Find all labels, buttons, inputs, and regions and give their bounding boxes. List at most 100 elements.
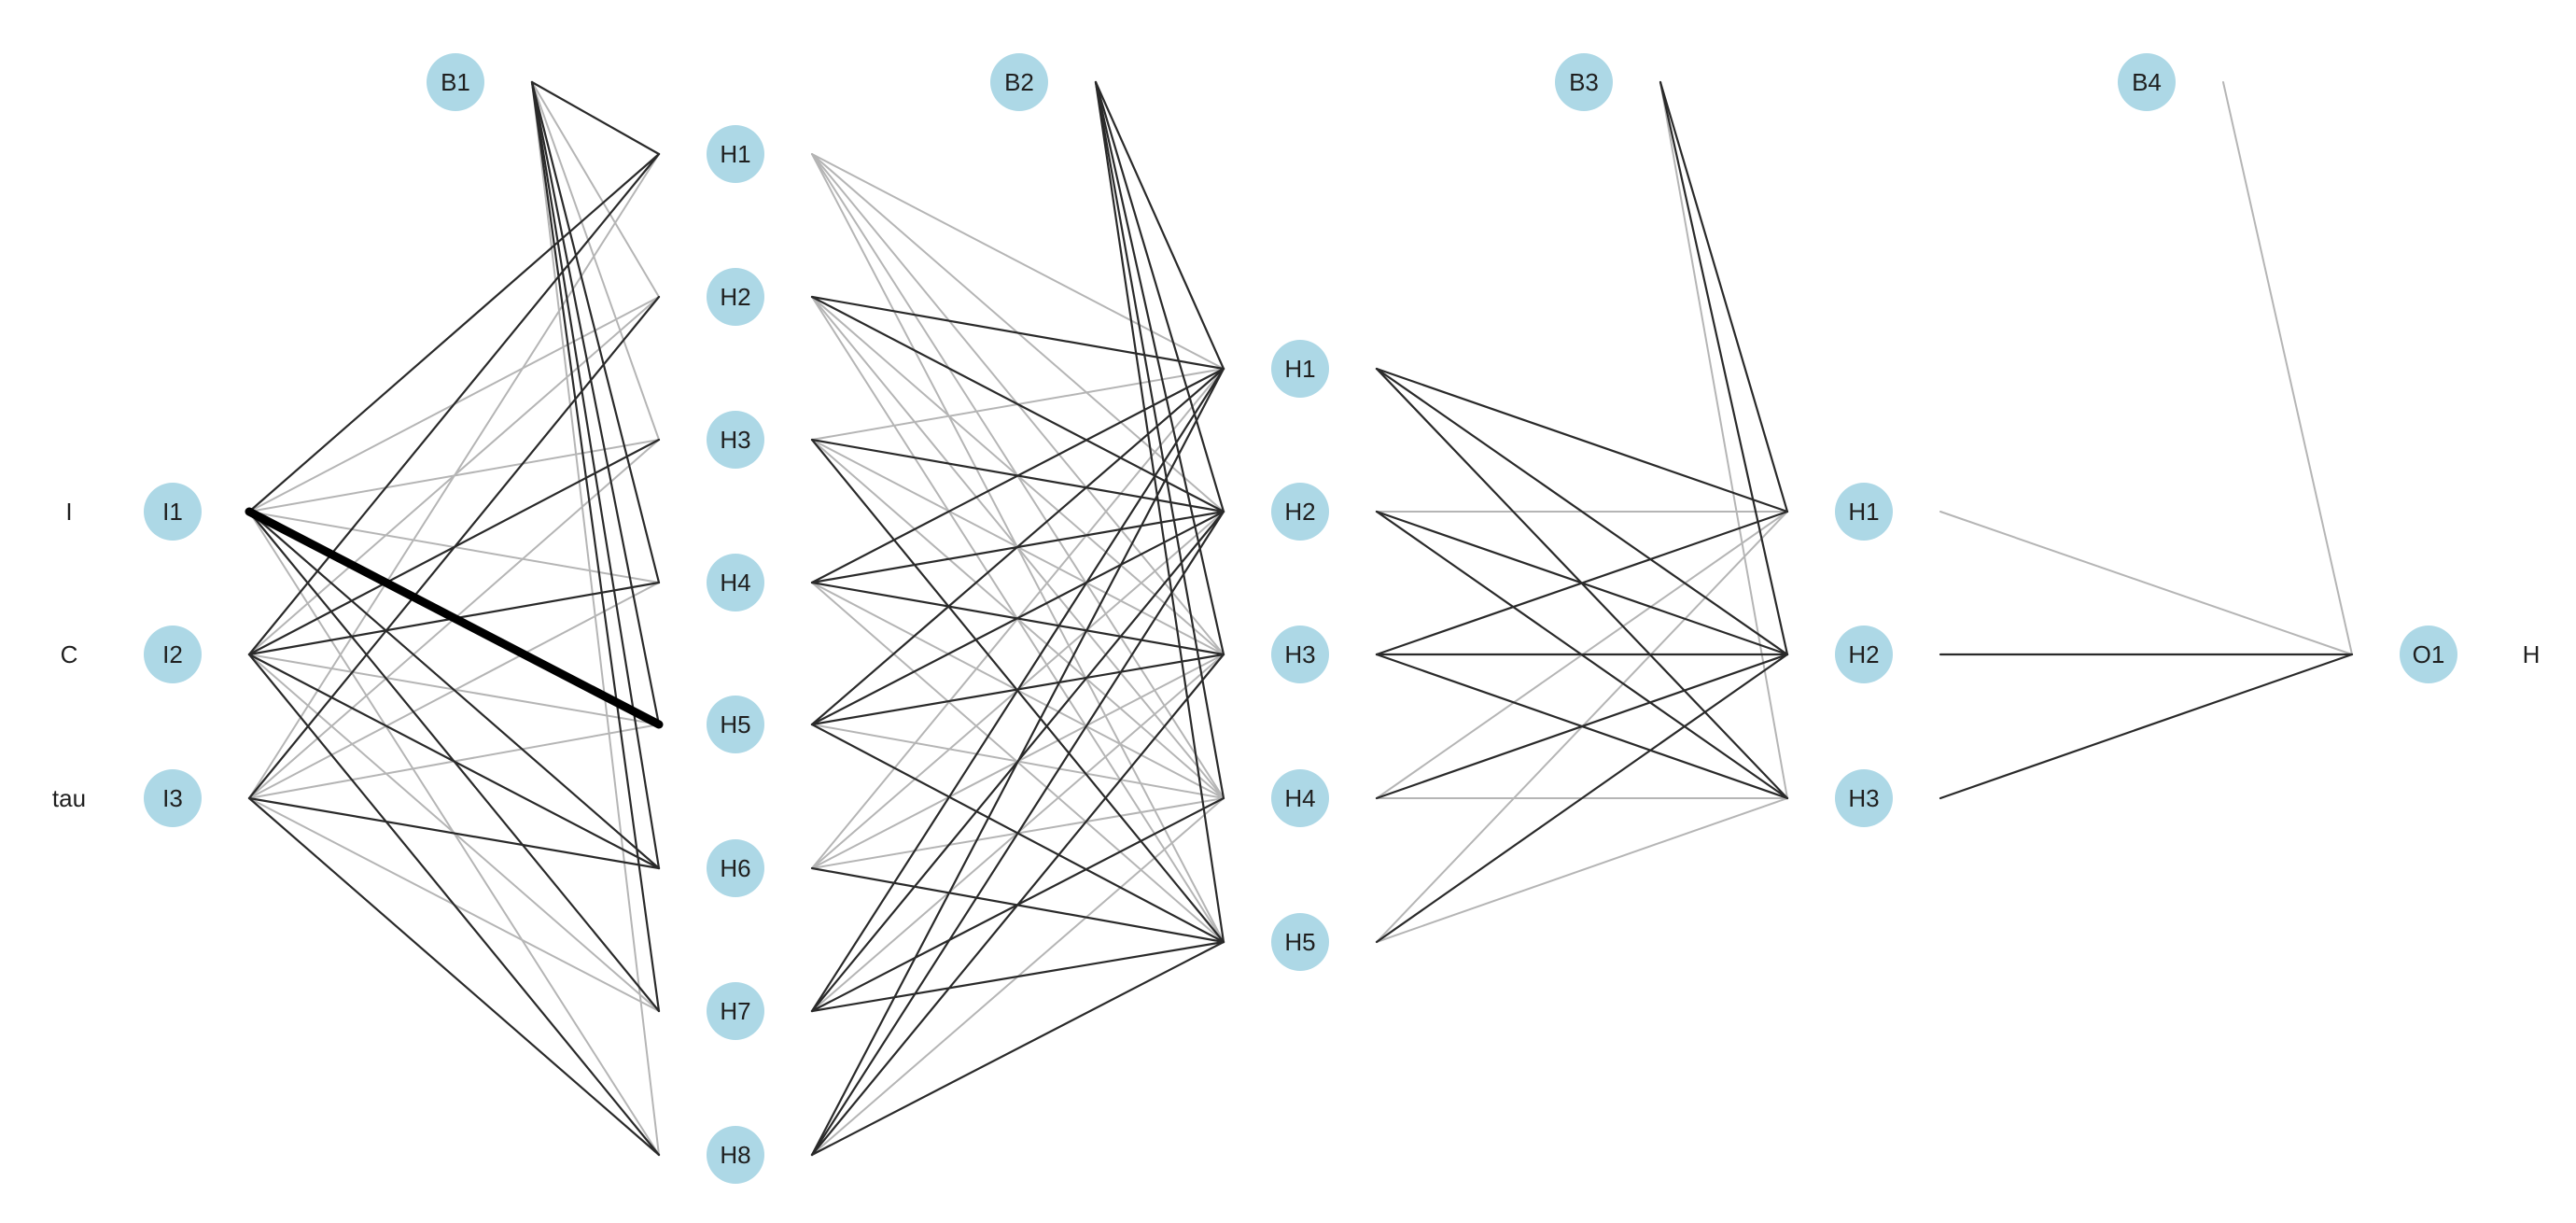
edge-l0-3-8 <box>247 796 661 1157</box>
edge-l0-2-8 <box>247 653 661 1157</box>
edge-l3-1-1 <box>1939 511 2353 655</box>
edge-bias2-5 <box>1094 80 1225 944</box>
bias-node-b1: B1 <box>427 53 484 111</box>
bias-node-b2-circle <box>990 53 1048 111</box>
node-layer4-o1-circle <box>2400 626 2457 683</box>
node-layer2-h4-label: H4 <box>1284 784 1315 812</box>
node-layer2-h2-label: H2 <box>1284 498 1315 526</box>
node-layer1-h3-circle <box>707 411 764 469</box>
node-layer0-i3: I3 <box>144 769 202 827</box>
node-layer1-h7-circle <box>707 982 764 1040</box>
node-layer3-h3-circle <box>1835 769 1893 827</box>
edge-l1-8-2 <box>810 510 1225 1157</box>
edge-bias2-1 <box>1094 80 1225 371</box>
node-layer2-h4-circle <box>1271 769 1329 827</box>
edge-l1-5-1 <box>810 367 1225 726</box>
edge-l1-5-2 <box>810 510 1225 726</box>
edge-l2-5-3 <box>1376 797 1788 943</box>
node-layer1-h5: H5 <box>707 696 764 753</box>
connection-edges <box>245 80 2354 1157</box>
node-layer1-h2-circle <box>707 268 764 326</box>
node-layer1-h5-circle <box>707 696 764 753</box>
node-layer3-h1: H1 <box>1835 483 1893 541</box>
node-layer2-h3: H3 <box>1271 626 1329 683</box>
bias-node-b2: B2 <box>990 53 1048 111</box>
input-label-1: I <box>65 498 72 526</box>
node-layer1-h6-label: H6 <box>720 854 750 882</box>
bias-node-b4: B4 <box>2118 53 2176 111</box>
edge-bias2-4 <box>1094 80 1225 800</box>
node-layer0-i2: I2 <box>144 626 202 683</box>
node-layer1-h6: H6 <box>707 839 764 897</box>
node-layer2-h2-circle <box>1271 483 1329 541</box>
node-layer1-h3-label: H3 <box>720 426 750 454</box>
node-layer4-o1-label: O1 <box>2413 640 2445 668</box>
edge-l2-4-2 <box>1375 653 1789 800</box>
edge-l0-1-5 <box>245 507 664 729</box>
bias-node-b1-label: B1 <box>441 68 470 96</box>
node-layer3-h2-circle <box>1835 626 1893 683</box>
edge-bias1-2 <box>531 81 660 298</box>
input-label-3: tau <box>52 784 86 812</box>
node-layer1-h2-label: H2 <box>720 283 750 311</box>
node-layer2-h4: H4 <box>1271 769 1329 827</box>
edge-l0-1-1 <box>247 152 661 513</box>
network-nodes: I1I2I3H1H2H3H4H5H6H7H8H1H2H3H4H5H1H2H3O1… <box>144 53 2457 1184</box>
node-layer3-h1-circle <box>1835 483 1893 541</box>
edge-bias3-2 <box>1659 80 1789 656</box>
node-layer2-h5: H5 <box>1271 913 1329 971</box>
bias-node-b1-circle <box>427 53 484 111</box>
edge-l1-8-1 <box>810 367 1225 1157</box>
edge-l2-1-1 <box>1375 367 1789 513</box>
node-layer1-h5-label: H5 <box>720 710 750 738</box>
edge-bias1-8 <box>531 81 660 1156</box>
node-layer2-h3-label: H3 <box>1284 640 1315 668</box>
node-layer2-h2: H2 <box>1271 483 1329 541</box>
node-layer2-h5-circle <box>1271 913 1329 971</box>
node-layer3-h2-label: H2 <box>1848 640 1879 668</box>
edge-bias4-1 <box>2222 81 2353 655</box>
input-label-2: C <box>61 640 78 668</box>
node-layer2-h3-circle <box>1271 626 1329 683</box>
bias-node-b3-label: B3 <box>1569 68 1599 96</box>
edge-l1-2-2 <box>810 295 1225 513</box>
edge-l0-3-6 <box>247 796 661 870</box>
edge-l1-2-1 <box>810 295 1225 371</box>
bias-node-b4-label: B4 <box>2132 68 2162 96</box>
node-layer1-h4-circle <box>707 554 764 612</box>
edge-l1-7-1 <box>810 367 1225 1013</box>
edge-bias1-6 <box>530 80 661 870</box>
node-layer0-i1: I1 <box>144 483 202 541</box>
node-layer2-h5-label: H5 <box>1284 928 1315 956</box>
node-layer1-h7-label: H7 <box>720 997 750 1025</box>
node-layer1-h4: H4 <box>707 554 764 612</box>
node-layer2-h1-circle <box>1271 340 1329 398</box>
edge-bias1-4 <box>530 80 661 584</box>
node-layer0-i1-label: I1 <box>162 498 183 526</box>
output-label-1: H <box>2523 640 2541 668</box>
node-layer1-h2: H2 <box>707 268 764 326</box>
node-layer1-h1-circle <box>707 125 764 183</box>
bias-node-b3-circle <box>1555 53 1613 111</box>
edge-l3-3-1 <box>1939 653 2354 800</box>
node-layer2-h1: H1 <box>1271 340 1329 398</box>
edge-l2-3-1 <box>1375 510 1789 656</box>
node-layer1-h8: H8 <box>707 1126 764 1184</box>
node-layer1-h7: H7 <box>707 982 764 1040</box>
edge-bias1-1 <box>530 80 661 156</box>
edge-bias3-3 <box>1659 81 1788 799</box>
edge-l2-1-2 <box>1375 367 1789 656</box>
edge-l0-3-1 <box>248 153 660 799</box>
node-layer3-h1-label: H1 <box>1848 498 1879 526</box>
edge-bias3-1 <box>1659 80 1789 513</box>
edge-bias2-2 <box>1094 80 1225 513</box>
node-layer1-h1: H1 <box>707 125 764 183</box>
node-layer1-h8-label: H8 <box>720 1141 750 1169</box>
edge-l1-8-5 <box>810 940 1225 1157</box>
node-layer0-i2-label: I2 <box>162 640 183 668</box>
node-layer0-i2-circle <box>144 626 202 683</box>
edge-bias1-3 <box>531 81 660 441</box>
node-layer2-h1-label: H1 <box>1284 355 1315 383</box>
